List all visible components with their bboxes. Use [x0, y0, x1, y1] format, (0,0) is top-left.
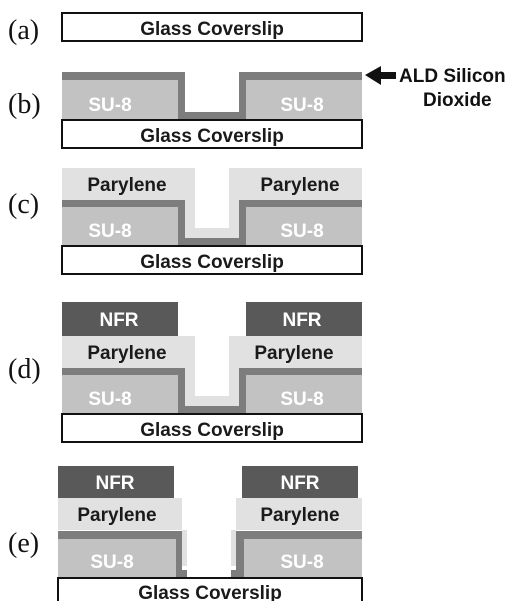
parylene-left-label: Parylene: [87, 343, 166, 364]
parylene-right-label: Parylene: [260, 175, 339, 196]
su8-right-label: SU-8: [280, 95, 323, 116]
parylene-right-label: Parylene: [260, 505, 339, 526]
parylene-left-label: Parylene: [87, 175, 166, 196]
step-label-e: (e): [8, 528, 39, 559]
parylene-sidewall-left: [182, 530, 187, 566]
glass-coverslip: [57, 577, 363, 601]
su8-right: [246, 206, 362, 246]
su8-left-label: SU-8: [90, 552, 133, 573]
parylene-left: [58, 498, 182, 530]
left-arrow-icon: [365, 66, 396, 85]
oxide-annotation-line1: ALD Silicon: [399, 66, 506, 87]
su8-left: [62, 374, 178, 414]
oxide-annotation-line2: Dioxide: [423, 90, 492, 111]
parylene-trench: [185, 200, 239, 238]
nfr-right-label: NFR: [282, 310, 321, 331]
glass-coverslip-label: Glass Coverslip: [140, 126, 284, 147]
parylene-trench: [185, 368, 239, 406]
parylene-right-label: Parylene: [254, 343, 333, 364]
step-label-d: (d): [8, 354, 41, 385]
step-label-c: (c): [8, 189, 39, 220]
su8-left-label: SU-8: [88, 221, 131, 242]
glass-coverslip-label: Glass Coverslip: [140, 420, 284, 441]
su8-right-label: SU-8: [280, 552, 323, 573]
glass-coverslip-label: Glass Coverslip: [138, 583, 282, 601]
su8-right-label: SU-8: [280, 389, 323, 410]
nfr-left-label: NFR: [95, 473, 134, 494]
parylene-right: [236, 498, 362, 530]
parylene-left: [62, 336, 195, 368]
nfr-left: [58, 466, 174, 498]
oxide-layer-right: [231, 531, 362, 578]
nfr-left: [62, 302, 178, 336]
parylene-sidewall-right: [231, 530, 236, 566]
step-c: (c) Parylene Parylene SU-8 SU-8 Glass Co…: [8, 168, 363, 275]
parylene-left: [62, 168, 195, 200]
oxide-layer: [62, 200, 362, 246]
step-e: (e) NFR NFR Parylene Parylene SU-8 SU-8 …: [8, 466, 363, 601]
su8-left-label: SU-8: [88, 389, 131, 410]
glass-coverslip-label: Glass Coverslip: [140, 19, 284, 40]
oxide-layer-left: [58, 531, 187, 578]
nfr-right: [242, 466, 358, 498]
su8-left: [62, 78, 178, 120]
oxide-layer: [62, 72, 362, 120]
su8-right: [244, 538, 362, 578]
parylene-right: [229, 336, 362, 368]
su8-left: [62, 206, 178, 246]
glass-coverslip: [61, 12, 363, 42]
step-a: (a) Glass Coverslip: [8, 12, 363, 46]
nfr-right-label: NFR: [280, 473, 319, 494]
parylene-right: [229, 168, 362, 200]
step-d: (d) NFR NFR Parylene Parylene SU-8 SU-8 …: [8, 302, 363, 443]
glass-coverslip-label: Glass Coverslip: [140, 252, 284, 273]
oxide-layer: [62, 368, 362, 414]
su8-right-label: SU-8: [280, 221, 323, 242]
nfr-left-label: NFR: [99, 310, 138, 331]
step-label-a: (a): [8, 15, 39, 46]
su8-right: [246, 374, 362, 414]
glass-coverslip: [61, 413, 363, 443]
su8-left-label: SU-8: [88, 95, 131, 116]
step-b: (b) SU-8 SU-8 Glass Coverslip ALD Silico…: [8, 66, 506, 149]
parylene-left-label: Parylene: [77, 505, 156, 526]
nfr-right: [246, 302, 362, 336]
glass-coverslip: [61, 245, 363, 275]
su8-left: [58, 538, 176, 578]
glass-coverslip: [61, 119, 363, 149]
su8-right: [246, 78, 362, 120]
step-label-b: (b): [8, 89, 41, 120]
